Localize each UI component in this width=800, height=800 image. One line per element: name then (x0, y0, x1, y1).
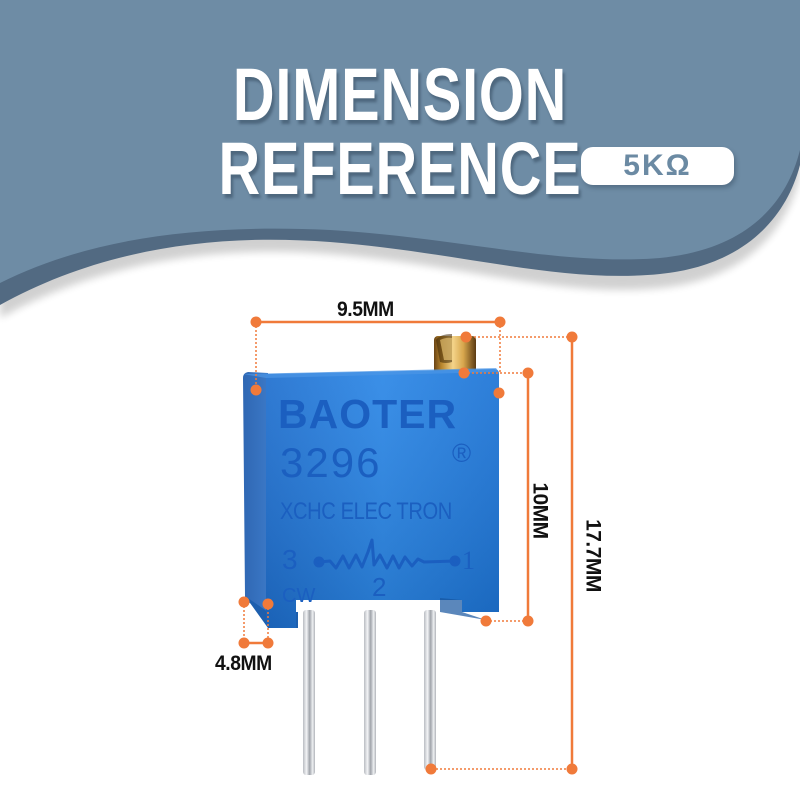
pin-right (424, 610, 436, 770)
depth-dimension-line (238, 596, 274, 649)
total-height-dimension-line (425, 331, 578, 775)
body-side-face (243, 372, 268, 612)
pin-1-label: 1 (462, 546, 475, 575)
pin-left (303, 610, 315, 775)
registered-mark: ® (452, 438, 472, 468)
body-height-dimension-line (458, 367, 534, 627)
pin-2-label: 2 (372, 572, 387, 602)
clockwise-label: CW (282, 585, 316, 607)
resistance-value: 5KΩ (623, 149, 692, 182)
total-height-label: 17.7MM (581, 519, 605, 592)
body-height-label: 10MM (528, 482, 552, 539)
page-title: DIMENSION REFERENCE (218, 53, 582, 210)
resistance-value-badge: 5KΩ (581, 147, 734, 185)
model-text: 3296 (280, 439, 382, 486)
brand-text: BAOTER (278, 391, 458, 437)
width-label: 9.5MM (337, 298, 394, 321)
depth-label: 4.8MM (215, 652, 272, 675)
pin-middle (364, 610, 376, 775)
resistor-symbol (313, 538, 461, 570)
width-dimension-line (250, 316, 506, 399)
adjuster-screw (434, 334, 476, 376)
pin-3-label: 3 (282, 544, 298, 575)
manufacturer-text: XCHC ELEC TRON (280, 498, 452, 525)
